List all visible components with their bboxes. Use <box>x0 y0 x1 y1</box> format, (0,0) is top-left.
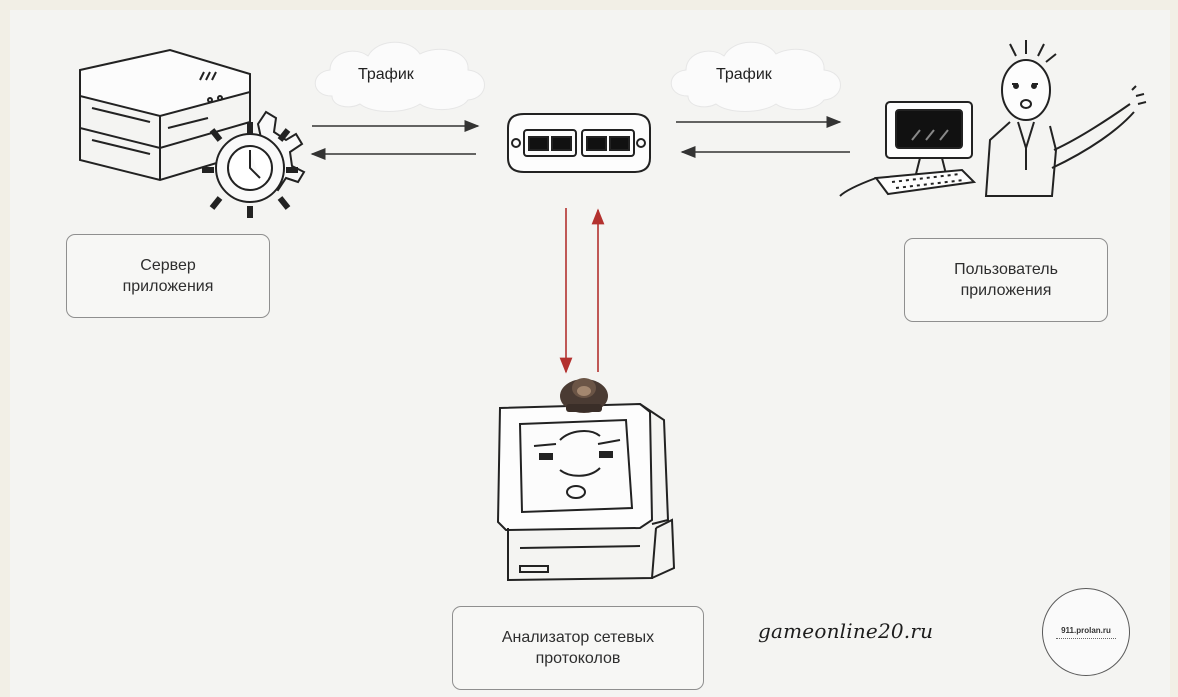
user-label-line1: Пользователь <box>954 261 1058 278</box>
server-label-box: Сервер приложения <box>66 234 270 318</box>
server-label-line2: приложения <box>122 278 214 295</box>
stamp-text: 911.prolan.ru <box>1061 625 1111 635</box>
user-label-box: Пользователь приложения <box>904 238 1108 322</box>
cloud-right-label: Трафик <box>716 66 772 83</box>
monkey-figurine-icon <box>560 378 608 413</box>
cloud-left <box>314 41 485 112</box>
stamp-logo: 911.prolan.ru <box>1042 588 1130 676</box>
analyzer-computer-icon <box>496 402 676 582</box>
user-computer-icon <box>839 101 977 197</box>
network-tap-icon <box>507 113 651 173</box>
analyzer-label-line2: протоколов <box>535 650 621 667</box>
user-person-icon <box>984 40 1147 197</box>
watermark-text: gameonline20.ru <box>758 619 934 643</box>
cloud-left-label: Трафик <box>358 66 414 83</box>
analyzer-label-box: Анализатор сетевых протоколов <box>452 606 704 690</box>
server-icon <box>79 48 251 182</box>
user-label-line2: приложения <box>960 282 1052 299</box>
cloud-right <box>670 41 841 112</box>
stamp-rule <box>1056 637 1116 639</box>
server-label-line1: Сервер <box>140 257 196 274</box>
analyzer-label-line1: Анализатор сетевых <box>501 629 655 646</box>
gear-icon <box>202 110 306 218</box>
